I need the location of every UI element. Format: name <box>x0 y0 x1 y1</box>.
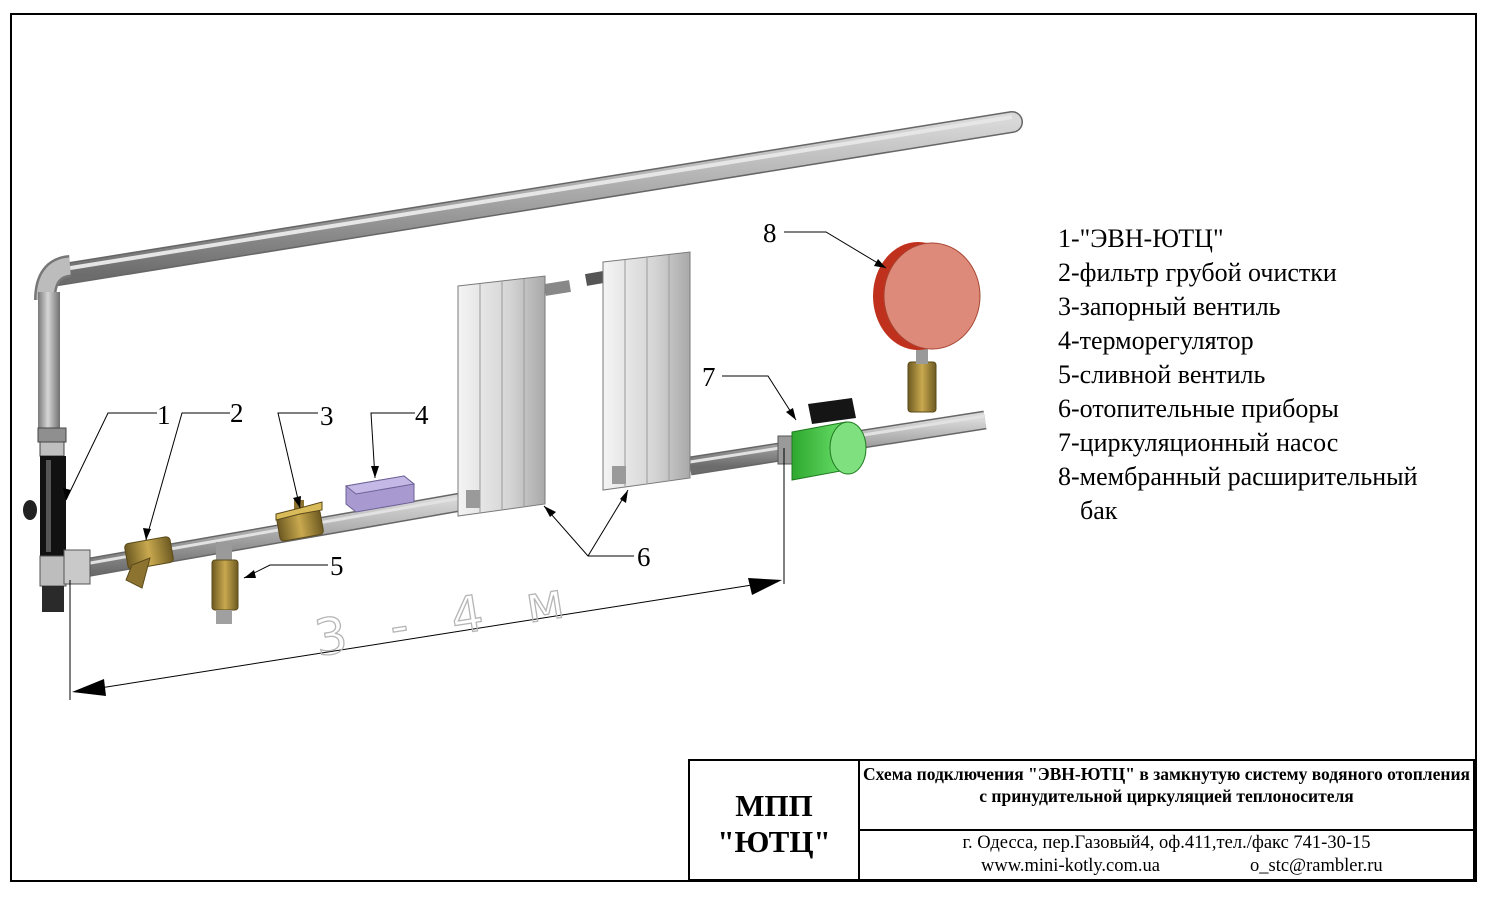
legend-item-6: 6-отопительные приборы <box>1058 394 1339 423</box>
callout-1: 1 <box>157 400 171 430</box>
callout-8: 8 <box>763 218 777 248</box>
radiator-left <box>457 275 546 517</box>
drawing-title: Схема подключения "ЭВН-ЮТЦ" в замкнутую … <box>860 761 1473 831</box>
organization-name: МПП "ЮТЦ" <box>690 761 860 879</box>
callout-3: 3 <box>320 401 334 431</box>
expansion-tank <box>873 242 981 413</box>
dimension-line <box>69 448 785 700</box>
legend: 1-"ЭВН-ЮТЦ" 2-фильтр грубой очистки 3-за… <box>1058 222 1478 528</box>
upper-pipe <box>34 111 1023 432</box>
leader-arrowheads <box>63 259 886 578</box>
title-block: МПП "ЮТЦ" Схема подключения "ЭВН-ЮТЦ" в … <box>688 759 1475 881</box>
title-block-info: Схема подключения "ЭВН-ЮТЦ" в замкнутую … <box>860 761 1473 879</box>
legend-item-8: 8-мембранный расширительный <box>1058 462 1418 491</box>
shutoff-valve <box>275 500 324 542</box>
boiler-evn-utc <box>23 427 91 612</box>
legend-item-1: 1-"ЭВН-ЮТЦ" <box>1058 224 1224 253</box>
callout-6: 6 <box>637 542 651 572</box>
radiator-right <box>602 251 691 491</box>
contacts: г. Одесса, пер.Газовый4, оф.411,тел./фак… <box>860 831 1473 879</box>
website-link[interactable]: www.mini-kotly.com.ua <box>981 856 1160 876</box>
dimension-label: 3 - 4 м <box>311 569 582 668</box>
callout-5: 5 <box>330 551 344 581</box>
leader-lines <box>65 231 887 579</box>
thermostat <box>344 475 416 513</box>
coarse-filter <box>124 536 174 589</box>
email-link[interactable]: o_stc@rambler.ru <box>1250 856 1383 876</box>
legend-item-7: 7-циркуляционный насос <box>1058 428 1339 457</box>
legend-item-3: 3-запорный вентиль <box>1058 292 1281 321</box>
legend-item-5: 5-сливной вентиль <box>1058 360 1266 389</box>
callout-7: 7 <box>702 362 716 392</box>
circulation-pump <box>777 398 867 481</box>
legend-item-4: 4-терморегулятор <box>1058 326 1254 355</box>
web-contacts: www.mini-kotly.com.ua o_stc@rambler.ru <box>860 855 1473 878</box>
callout-2: 2 <box>230 398 244 428</box>
organization-line-2: "ЮТЦ" <box>717 824 831 859</box>
drain-valve <box>211 542 239 624</box>
legend-item-2: 2-фильтр грубой очистки <box>1058 258 1337 287</box>
address: г. Одесса, пер.Газовый4, оф.411,тел./фак… <box>962 833 1371 853</box>
legend-item-8-continuation: бак <box>1080 496 1118 525</box>
callout-4: 4 <box>415 400 429 430</box>
drawing-frame <box>10 13 1477 882</box>
organization-line-1: МПП <box>735 788 813 823</box>
